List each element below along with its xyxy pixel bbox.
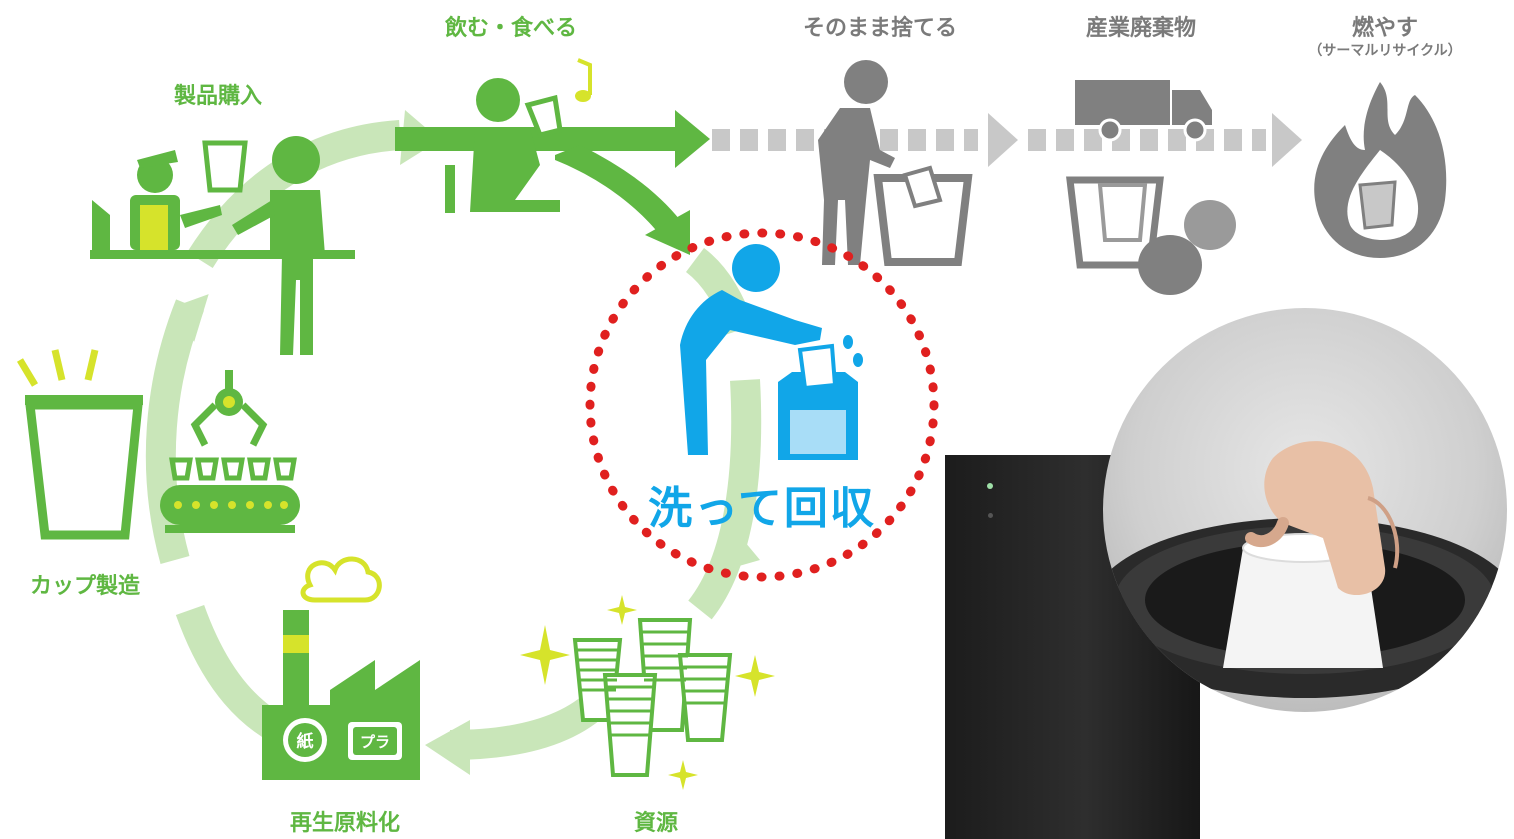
disposal-dashed-arrows [712,113,1302,167]
label-purchase: 製品購入 [173,84,263,109]
label-burn: 燃やす [1351,16,1419,41]
cup-stack-rims [575,630,730,737]
washing-person-icon [680,244,863,460]
label-throw-away: そのまま捨てる [802,16,958,41]
bin-sensor-dot [988,513,993,518]
label-resource: 資源 [633,811,679,836]
factory-icon [262,556,420,780]
label-burn-sub: （サーマルリサイクル） [1308,43,1462,59]
throw-away-icon [818,60,973,266]
cup-making-icon [16,349,300,540]
label-wash-collect: 洗って回収 [648,483,876,534]
label-drink: 飲む・食べる [444,16,578,41]
sparkle-icons [520,595,775,790]
bin-indicator-light [987,483,993,489]
purchase-icon [90,136,355,355]
label-cup-making: カップ製造 [29,574,141,599]
factory-plastic-label: プラ [360,733,390,751]
cup-insertion-photo [1103,308,1507,712]
label-industrial-waste: 産業廃棄物 [1085,16,1197,41]
label-recycle-material: 再生原料化 [289,811,401,836]
drinking-person-icon [445,58,592,213]
wash-collect-highlight-circle [585,228,939,582]
factory-paper-label: 紙 [297,731,314,752]
fire-icon [1314,82,1447,258]
industrial-waste-icon [1066,80,1236,295]
